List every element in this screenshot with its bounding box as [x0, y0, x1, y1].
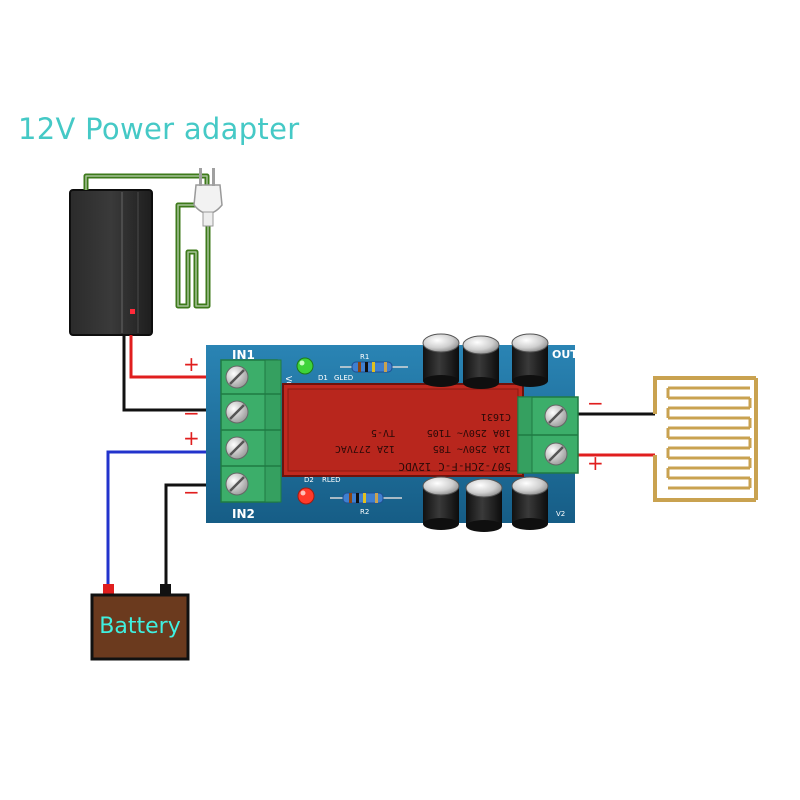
wall-plug-icon — [193, 168, 223, 227]
relay-text-model: 507-2CH-F-C 12VDC — [398, 460, 511, 473]
adapter-indicator-light — [130, 309, 135, 314]
out-plus-sign: + — [587, 451, 604, 475]
ac-cord-inner — [85, 175, 209, 307]
in1-label: IN1 — [232, 348, 255, 362]
led1-label: GLED — [334, 374, 353, 382]
resistor-r2 — [330, 492, 402, 504]
wire-battery-negative — [164, 483, 224, 590]
wire-adapter-positive — [129, 335, 224, 379]
d2-label: D2 — [304, 476, 314, 484]
v2-label: V2 — [556, 510, 565, 518]
in2-minus-sign: − — [183, 480, 200, 504]
battery-negative-post — [160, 584, 171, 596]
heating-element — [653, 376, 758, 502]
wire-battery-positive — [106, 450, 224, 590]
switch-board: IN1 IN2 OUT VOL V2 GLED D1 D2 RLED R1 — [206, 333, 579, 532]
relay-text-rating-3: 12A 277VAC — [335, 443, 395, 454]
r2-label: R2 — [360, 508, 369, 516]
in2-label: IN2 — [232, 507, 255, 521]
d1-label: D1 — [318, 374, 328, 382]
adapter-body — [69, 189, 153, 336]
red-led-shine — [300, 490, 306, 496]
page-title: 12V Power adapter — [18, 112, 300, 146]
out-label: OUT — [552, 348, 578, 361]
capacitor — [462, 335, 500, 389]
in1-minus-sign: − — [183, 401, 200, 425]
r1-label: R1 — [360, 353, 369, 361]
relay: 507-2CH-F-C 12VDC 12A 250V~ T85 10A 250V… — [282, 383, 524, 477]
green-led — [296, 357, 314, 375]
output-terminal-block — [517, 396, 579, 474]
capacitor — [511, 333, 549, 387]
capacitor — [422, 333, 460, 387]
in1-plus-sign: + — [183, 352, 200, 376]
resistor-r1 — [340, 361, 408, 373]
relay-text-rating-1: 12A 250V~ T85 — [433, 443, 511, 454]
battery-label: Battery — [99, 614, 181, 639]
input-terminal-block — [220, 359, 282, 503]
out-minus-sign: − — [587, 391, 604, 415]
power-adapter — [69, 189, 153, 336]
capacitor — [511, 476, 549, 530]
relay-text-rating-2: 10A 250V~ T105 — [427, 427, 511, 438]
battery — [90, 584, 190, 661]
green-led-shine — [299, 360, 305, 366]
relay-text-code: C1631 — [481, 411, 511, 422]
relay-text-series: TV-5 — [371, 427, 395, 438]
led2-label: RLED — [322, 476, 341, 484]
in2-plus-sign: + — [183, 426, 200, 450]
red-led — [297, 487, 315, 505]
capacitor — [465, 478, 503, 532]
battery-positive-post — [103, 584, 114, 596]
wire-adapter-negative — [122, 335, 224, 412]
battery-body — [90, 593, 190, 661]
capacitor — [422, 476, 460, 530]
